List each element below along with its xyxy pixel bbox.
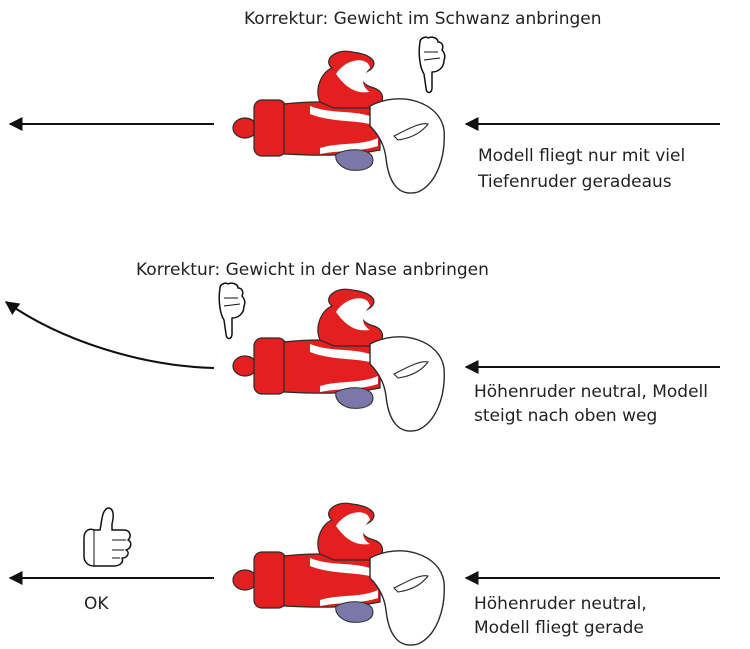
thumbs-up-icon [83, 507, 132, 567]
description-line-2: steigt nach oben weg [474, 406, 658, 426]
description-line-1: Höhenruder neutral, [474, 594, 647, 614]
correction-label-tail: Korrektur: Gewicht im Schwanz anbringen [244, 9, 602, 29]
airplane [232, 50, 445, 194]
description-line-1: Modell fliegt nur mit viel [478, 146, 686, 166]
description-line-2: Tiefenruder geradeaus [478, 172, 672, 192]
pointing-hand-icon [418, 36, 446, 94]
airplane [232, 288, 445, 432]
airplane [232, 502, 445, 646]
panel-3 [8, 502, 720, 646]
pointing-hand-icon [218, 282, 246, 340]
correction-label-nose: Korrektur: Gewicht in der Nase anbringen [136, 260, 489, 280]
climbing-flight-path-arrow [4, 301, 215, 369]
panel-2 [4, 282, 720, 432]
panel-1 [8, 36, 720, 194]
description-line-2: Modell fliegt gerade [474, 618, 644, 638]
description-line-1: Höhenruder neutral, Modell [474, 382, 708, 402]
ok-label: OK [84, 594, 109, 614]
